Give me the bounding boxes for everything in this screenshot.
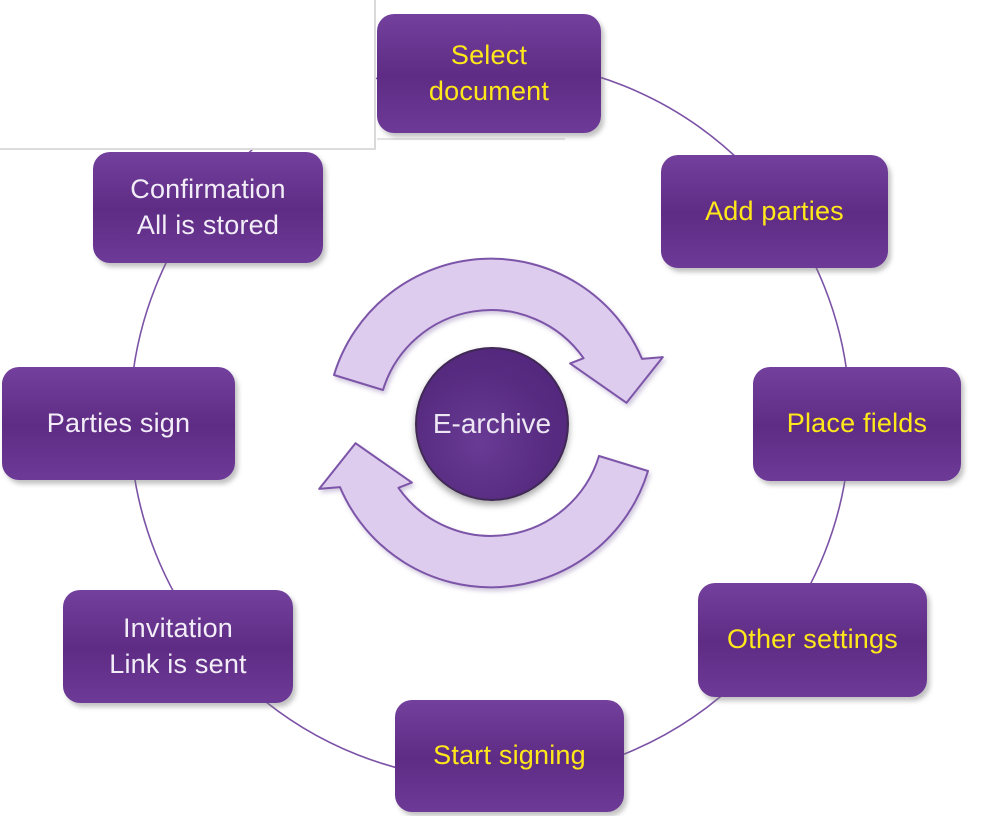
image-frame-artifact [0,0,376,150]
step-box-start-signing: Start signing [395,700,624,812]
center-hub-label: E-archive [432,408,552,439]
step-box-parties-sign: Parties sign [2,367,235,480]
step-box-confirmation: Confirmation All is stored [93,152,323,263]
image-frame-hairline [377,138,565,140]
cycle-arrow-bottom [318,442,649,589]
step-label: Start signing [433,740,586,771]
cycle-arrow-top [333,257,664,404]
step-box-place-fields: Place fields [753,367,961,481]
step-box-select-document: Select document [377,14,601,133]
step-label: Add parties [705,195,844,226]
step-label: Invitation Link is sent [109,612,247,679]
step-box-other-settings: Other settings [698,583,927,697]
step-box-invitation-link: Invitation Link is sent [63,590,293,703]
step-label: Other settings [727,624,898,655]
step-label: Parties sign [46,407,191,438]
step-box-add-parties: Add parties [661,155,888,268]
center-hub-circle: E-archive [415,347,569,501]
step-label: Place fields [786,408,928,439]
step-label: Select document [428,39,550,106]
step-label: Confirmation All is stored [130,173,286,240]
